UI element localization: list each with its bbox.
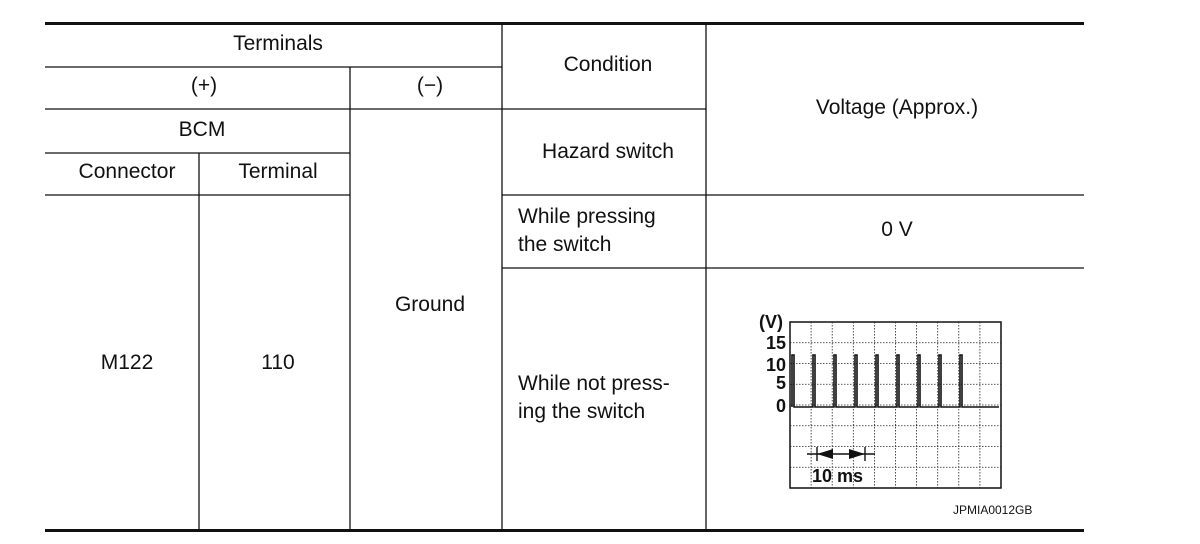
cell-cond1-line2: the switch — [518, 233, 611, 256]
header-terminal: Terminal — [238, 160, 317, 183]
cell-ground: Ground — [395, 293, 465, 316]
cell-cond2-line2: ing the switch — [518, 400, 645, 423]
time-marker-arrow-right — [849, 449, 865, 459]
header-connector: Connector — [79, 160, 176, 183]
figure-code: JPMIA0012GB — [953, 503, 1032, 517]
waveform-graph: (V) 15 10 5 0 10 ms JPMIA0012GB — [759, 312, 1032, 517]
header-voltage: Voltage (Approx.) — [816, 96, 978, 119]
header-condition: Condition — [564, 53, 653, 76]
cell-connector: M122 — [101, 351, 154, 374]
scope-y-unit: (V) — [759, 312, 783, 332]
scope-y-tick-10: 10 — [766, 355, 786, 375]
header-unit: BCM — [179, 118, 226, 141]
scope-y-tick-15: 15 — [766, 333, 786, 353]
header-item: Hazard switch — [542, 140, 674, 163]
header-minus: (−) — [417, 74, 443, 97]
scope-y-tick-0: 0 — [776, 396, 786, 416]
cell-volt1: 0 V — [881, 218, 913, 241]
header-terminals: Terminals — [233, 32, 323, 55]
cell-terminal: 110 — [261, 351, 294, 374]
scope-y-tick-5: 5 — [776, 373, 786, 393]
cell-cond1-line1: While pressing — [518, 205, 656, 228]
terminal-spec-table: Terminals (+) (−) Condition Voltage (App… — [45, 22, 1084, 532]
header-plus: (+) — [191, 74, 217, 97]
time-marker-arrow-left — [817, 449, 833, 459]
scope-grid — [790, 322, 1001, 488]
time-label: 10 ms — [812, 466, 863, 486]
spec-table-svg: Terminals (+) (−) Condition Voltage (App… — [45, 22, 1084, 532]
pulse-trace — [791, 354, 999, 408]
cell-cond2-line1: While not press- — [518, 372, 670, 395]
